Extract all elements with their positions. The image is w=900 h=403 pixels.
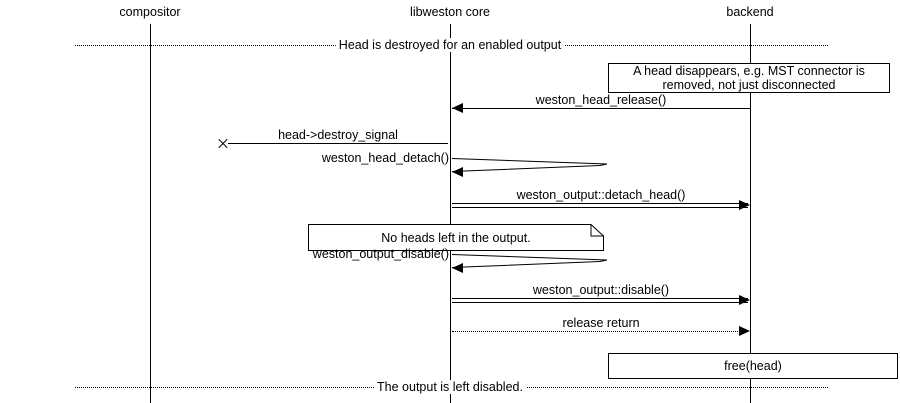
action-box-free-head: free(head) (608, 353, 898, 379)
xmark-head-destroy-signal (217, 138, 228, 149)
message-label-weston-output-disable-call: weston_output_disable() (312, 247, 449, 261)
message-label-release-return: release return (562, 316, 640, 330)
message-line-head-destroy-signal (228, 143, 448, 144)
arrowhead-release-return (739, 326, 750, 336)
arrowhead-weston-head-release (452, 103, 463, 113)
separator-label-bottom: The output is left disabled. (374, 380, 526, 394)
note-mst-line1: A head disappears, e.g. MST connector is (633, 64, 865, 78)
arrowhead-weston-output-disable (739, 295, 750, 305)
lifeline-label-libweston-core: libweston core (410, 5, 490, 19)
note-mst-connector: A head disappears, e.g. MST connector is… (608, 63, 890, 93)
separator-label-top: Head is destroyed for an enabled output (335, 38, 565, 52)
lifeline-backend (750, 24, 751, 403)
note-no-heads-left: No heads left in the output. (308, 224, 604, 251)
note-no-heads-left-text: No heads left in the output. (381, 230, 531, 245)
message-line-weston-output-detach-head-lower (452, 207, 748, 208)
message-line-weston-head-release (452, 108, 750, 109)
arrowhead-weston-head-detach (452, 167, 463, 177)
message-line-weston-output-disable-upper (452, 298, 748, 299)
note-mst-line2: removed, not just disconnected (662, 78, 836, 92)
message-line-weston-output-disable-lower (452, 302, 748, 303)
message-label-weston-output-disable: weston_output::disable() (532, 283, 670, 297)
lifeline-libweston-core (450, 24, 451, 403)
message-line-weston-output-detach-head-upper (452, 203, 748, 204)
message-label-weston-head-release: weston_head_release() (535, 93, 667, 107)
arrowhead-weston-output-detach-head (739, 200, 750, 210)
selfmessage-shape-weston-head-detach (451, 158, 608, 172)
message-label-weston-output-detach-head: weston_output::detach_head() (516, 188, 686, 202)
lifeline-compositor (150, 24, 151, 403)
selfmessage-shape-weston-output-disable-call (451, 254, 608, 268)
message-label-weston-head-detach: weston_head_detach() (321, 151, 449, 165)
lifeline-label-compositor: compositor (119, 5, 181, 19)
action-box-free-head-label: free(head) (724, 359, 782, 373)
note-no-heads-left-shape (308, 224, 604, 251)
message-label-head-destroy-signal: head->destroy_signal (278, 128, 398, 142)
arrowhead-weston-output-disable-call (452, 263, 463, 273)
lifeline-label-backend: backend (726, 5, 774, 19)
message-line-release-return (452, 331, 742, 332)
